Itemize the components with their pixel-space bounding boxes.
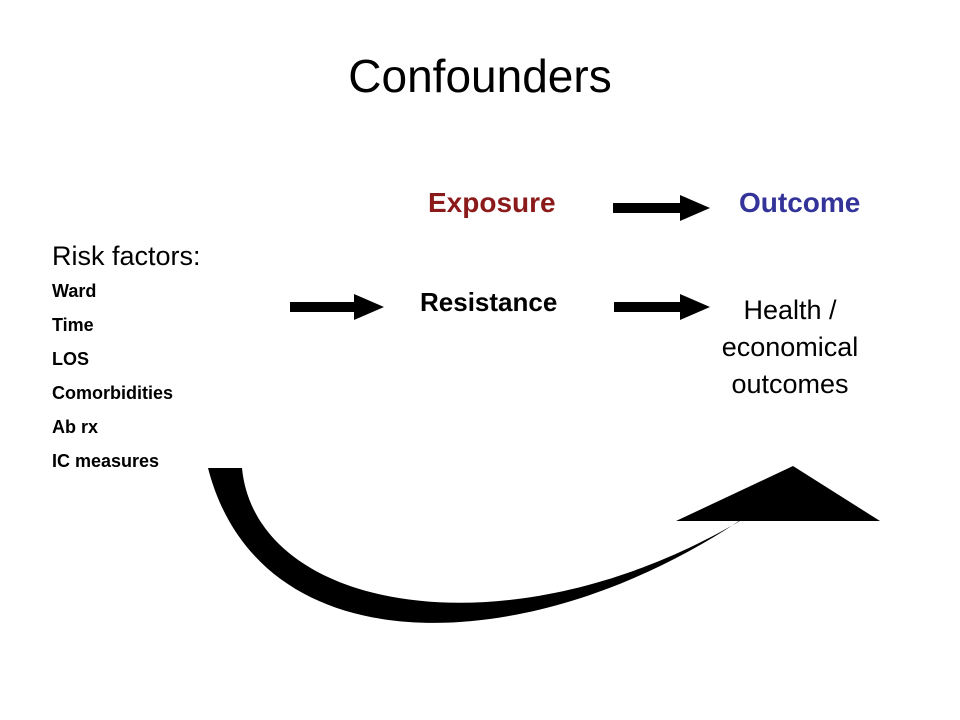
page-title: Confounders: [348, 50, 612, 102]
risk-factors-list: Ward Time LOS Comorbidities Ab rx IC mea…: [52, 276, 173, 480]
resistance-to-outcome-arrow: [614, 294, 710, 320]
risk-factor-item: IC measures: [52, 451, 160, 471]
outcome-line: outcomes: [731, 369, 849, 399]
risk-to-resistance-arrow: [290, 294, 384, 320]
risk-factors-heading: Risk factors:: [52, 241, 201, 271]
risk-factor-item: Time: [52, 315, 94, 335]
exposure-outcome-arrow: [613, 195, 710, 221]
risk-factor-item: Ward: [52, 281, 97, 301]
risk-factor-item: Ab rx: [52, 417, 99, 437]
risk-factor-item: Comorbidities: [52, 383, 174, 403]
outcome-line: Health /: [743, 295, 837, 325]
outcome-heading: Outcome: [739, 187, 861, 218]
resistance-node: Resistance: [420, 287, 558, 317]
outcome-line: economical: [721, 332, 859, 362]
risk-factor-item: LOS: [52, 349, 90, 369]
outcome-node: Health / economical outcomes: [690, 292, 890, 403]
confounder-curved-arrow: [208, 466, 880, 623]
exposure-heading: Exposure: [428, 187, 556, 218]
